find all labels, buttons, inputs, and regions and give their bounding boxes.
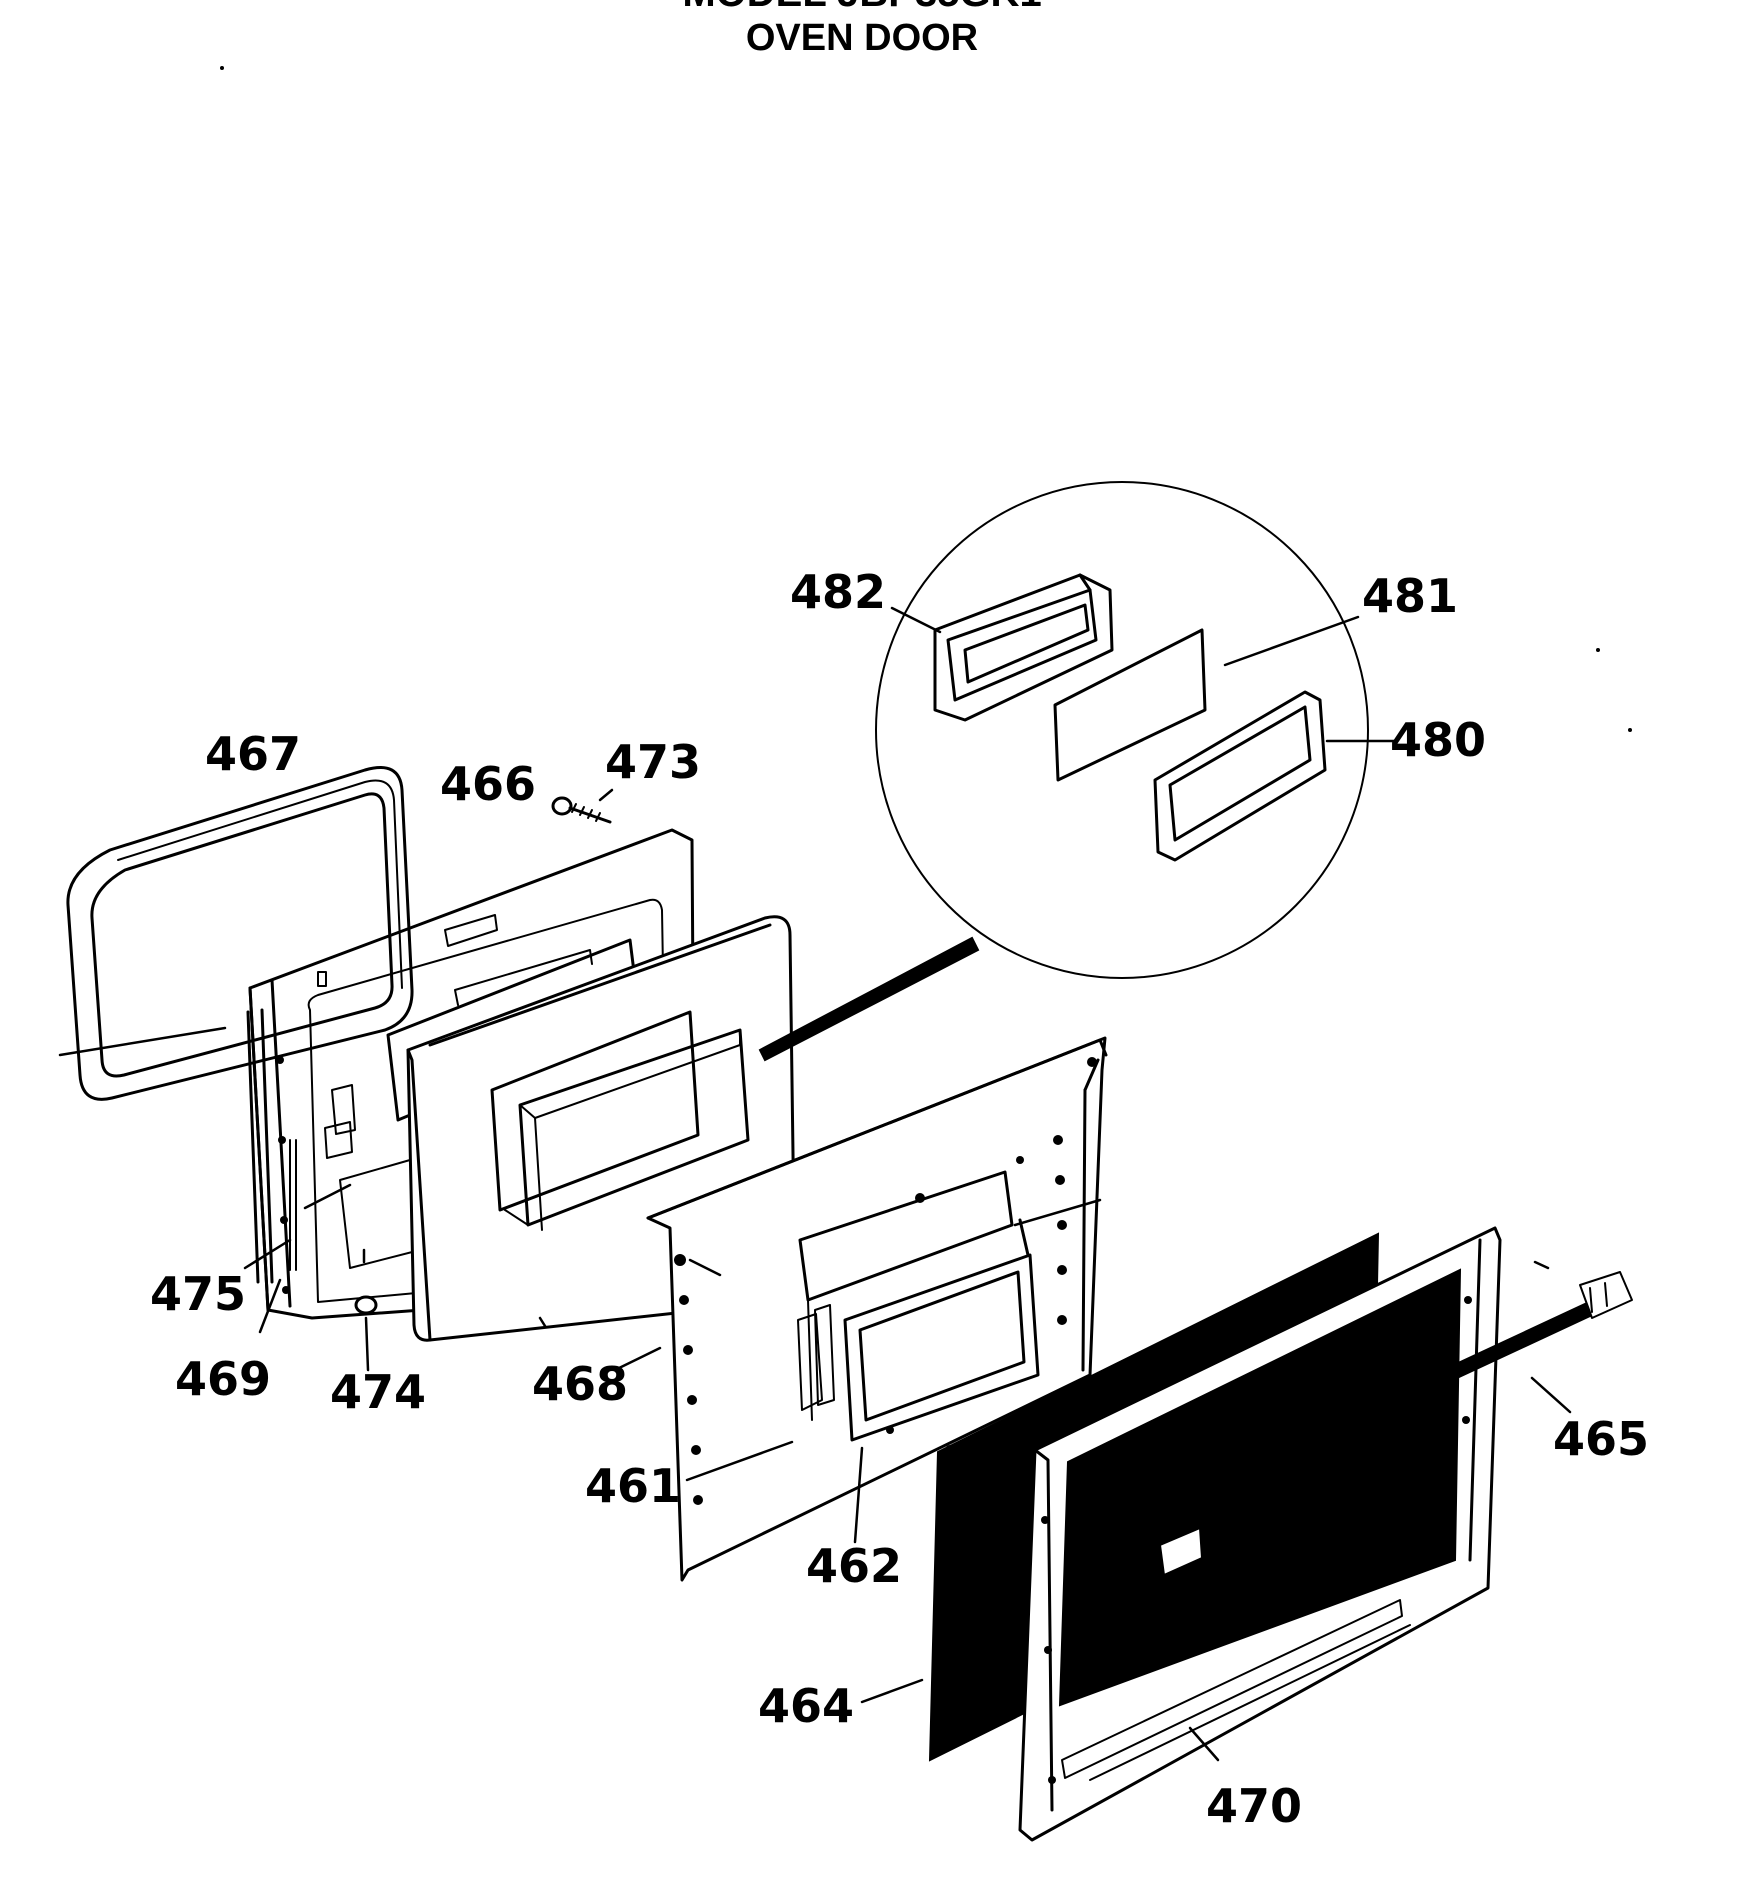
callout-474: 474 xyxy=(330,1365,426,1419)
screw-473 xyxy=(551,788,614,824)
model-line: MODEL JBP35GK1 xyxy=(682,0,1041,15)
callout-469: 469 xyxy=(175,1352,271,1406)
callout-481: 481 xyxy=(1362,569,1458,623)
callout-468: 468 xyxy=(532,1357,628,1411)
callout-464: 464 xyxy=(758,1679,854,1733)
callout-473: 473 xyxy=(605,735,701,789)
detail-connector xyxy=(758,936,980,1062)
outer-door-frame-470 xyxy=(1018,1226,1502,1842)
callout-467: 467 xyxy=(205,727,301,781)
callout-466: 466 xyxy=(440,757,536,811)
door-handle-465 xyxy=(1248,1260,1633,1474)
hinge-side-parts xyxy=(243,1008,378,1372)
callout-470: 470 xyxy=(1206,1779,1302,1833)
callout-475: 475 xyxy=(150,1267,246,1321)
door-panel-468 xyxy=(613,1036,1108,1582)
callout-482: 482 xyxy=(790,565,886,619)
callout-480: 480 xyxy=(1390,713,1486,767)
page-title: OVEN DOOR xyxy=(746,17,978,59)
door-gasket-467 xyxy=(58,766,414,1101)
callout-462: 462 xyxy=(806,1539,902,1593)
callout-465: 465 xyxy=(1553,1412,1649,1466)
detail-circle xyxy=(875,481,1397,979)
callout-461: 461 xyxy=(585,1459,681,1513)
